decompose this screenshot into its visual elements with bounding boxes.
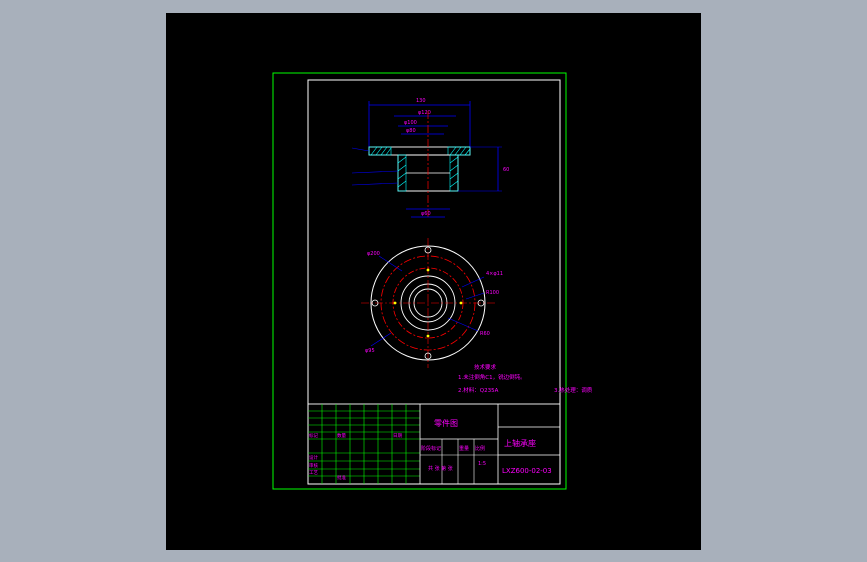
- front-section-view: 130 φ120 φ100 φ80 φ60 60: [351, 98, 509, 218]
- title-qty-label: 数量: [337, 432, 346, 439]
- plan-view: φ200 4×φ11 R100 R60 φ95: [361, 238, 503, 368]
- title-check-label: 审核: [309, 462, 318, 469]
- title-weight-label: 重量: [459, 445, 469, 452]
- technical-notes: 技术要求 1.未注倒角C1，锐边倒钝。 2.材料：Q235A 3.热处理：调质: [458, 363, 593, 394]
- drawing-canvas: 130 φ120 φ100 φ80 φ60 60: [272, 72, 593, 490]
- title-part-name: 上轴承座: [504, 438, 536, 448]
- plan-holes-text: 4×φ11: [486, 271, 503, 277]
- dim-d1-text: φ120: [418, 110, 431, 116]
- plan-d-text: φ95: [365, 348, 375, 354]
- title-approve-label: 批准: [337, 474, 346, 481]
- dim-top-text: 130: [416, 98, 426, 104]
- title-stage-label: 阶段标记: [421, 445, 441, 452]
- cad-viewport[interactable]: 130 φ120 φ100 φ80 φ60 60: [166, 13, 701, 550]
- notes-line-2: 2.材料：Q235A: [458, 386, 499, 394]
- title-scale-value: 1:5: [478, 461, 486, 467]
- title-date-label: 日期: [393, 433, 402, 439]
- dim-bore-text: φ80: [406, 128, 416, 134]
- outer-frame: [272, 72, 567, 490]
- title-design-label: 设计: [309, 454, 318, 461]
- title-sheet-text: 共 张 第 张: [428, 465, 453, 472]
- notes-heading: 技术要求: [474, 363, 497, 371]
- title-block: 零件图 上轴承座 LXZ600-02-03 阶段标记 重量 比例 1:5 共 张…: [307, 403, 561, 485]
- plan-r2-text: R60: [480, 331, 490, 337]
- title-process-label: 工艺: [309, 470, 318, 476]
- title-mark-label: 标记: [309, 432, 318, 439]
- plan-r1-text: R100: [486, 290, 499, 296]
- title-drawing-kind: 零件图: [434, 418, 458, 428]
- dim-d2-text: φ100: [404, 120, 417, 126]
- title-part-number: LXZ600-02-03: [502, 467, 552, 475]
- plan-pcd-text: φ200: [367, 251, 380, 257]
- notes-line-1: 1.未注倒角C1，锐边倒钝。: [458, 373, 526, 381]
- notes-line-3: 3.热处理：调质: [554, 386, 593, 394]
- dim-d3-text: φ60: [421, 211, 431, 217]
- title-scale-label: 比例: [475, 445, 485, 452]
- dim-h-text: 60: [503, 167, 509, 173]
